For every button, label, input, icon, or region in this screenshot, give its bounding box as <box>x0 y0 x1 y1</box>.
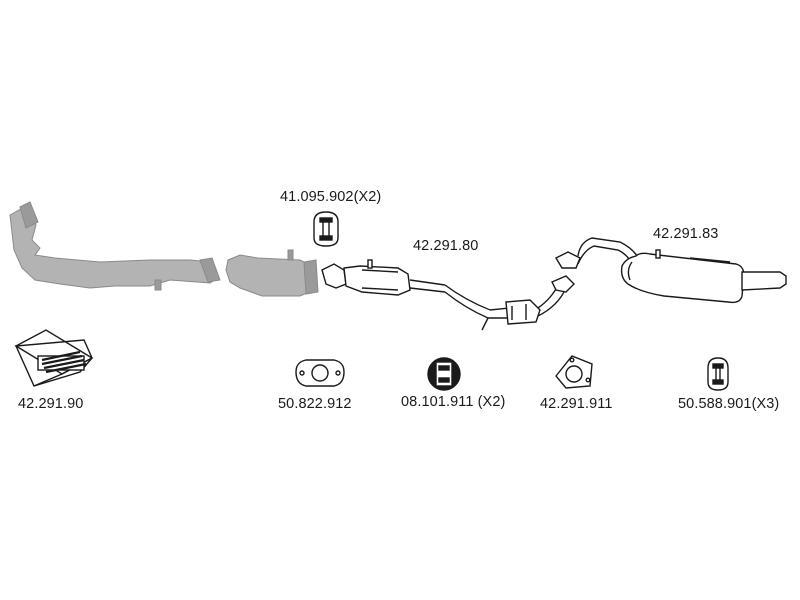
gasket-triangle-icon <box>555 355 593 389</box>
middle-pipe <box>321 259 575 331</box>
label-mounting-kit: 42.291.90 <box>18 396 84 412</box>
label-hanger-top: 41.095.902(X2) <box>280 189 382 205</box>
gasket-oval-icon <box>295 359 345 387</box>
hanger-top-icon <box>313 211 339 247</box>
label-gasket-oval: 50.822.912 <box>278 396 352 412</box>
label-hanger-bottom: 50.588.901(X3) <box>678 396 780 412</box>
hanger-bottom-icon <box>707 357 729 391</box>
label-gasket-triangle: 42.291.911 <box>540 396 613 412</box>
catalytic-converter <box>225 249 319 297</box>
label-middle-pipe: 42.291.80 <box>413 238 479 254</box>
front-downpipe <box>9 201 221 291</box>
mounting-kit-box <box>14 329 94 387</box>
label-rear-silencer: 42.291.83 <box>653 226 719 242</box>
label-rubber-mount: 08.101.911 (X2) <box>401 394 506 410</box>
rubber-mount-icon <box>427 357 461 391</box>
rear-silencer <box>555 237 787 304</box>
